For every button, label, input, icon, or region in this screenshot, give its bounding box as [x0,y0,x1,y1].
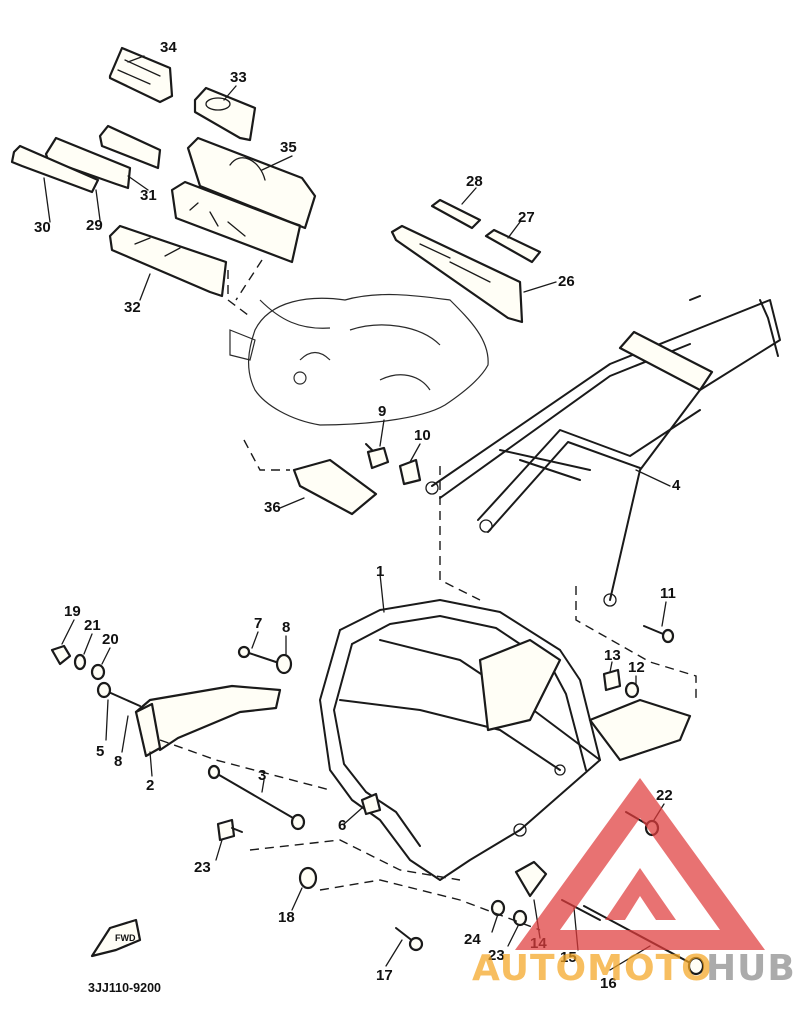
cover-26 [390,224,524,324]
callout-8a: 8 [282,619,290,636]
bolt-9 [365,443,390,470]
nut-23-right [512,909,528,927]
callout-36: 36 [264,499,281,516]
fwd-arrow-icon: FWD [90,918,142,958]
plate-32 [108,224,228,298]
callout-33: 33 [230,69,247,86]
callout-5: 5 [96,743,104,760]
callout-35: 35 [280,139,297,156]
engine-outline [229,293,489,426]
cover-33 [193,86,257,142]
callout-24: 24 [464,931,481,948]
fwd-label: FWD [115,933,136,943]
nut-6 [360,792,382,816]
callout-16: 16 [600,975,617,992]
callout-10: 10 [414,427,431,444]
washer-12 [624,681,640,699]
callout-27: 27 [518,209,535,226]
nut-24 [490,899,506,917]
bolt-11 [643,625,675,644]
washer-8 [275,653,293,675]
nut-10 [398,458,422,486]
stay-30 [10,144,100,194]
callout-30: 30 [34,219,51,236]
bolt-23-left [216,818,243,842]
watermark-logo: AUTOMOTO HUB [472,778,796,989]
rear-subframe-4 [425,295,781,607]
washer-20 [90,663,106,681]
bolt-3 [207,764,306,831]
callout-28: 28 [466,173,483,190]
reference-lines [159,259,697,931]
callout-19: 19 [64,603,81,620]
callout-6: 6 [338,817,346,834]
washer-21 [73,653,87,671]
callout-12: 12 [628,659,645,676]
callout-29: 29 [86,217,103,234]
cover-28 [430,198,482,230]
collar-18 [298,866,318,890]
watermark-brand-part2: HUB [706,948,796,989]
nut-13 [602,668,622,692]
callout-23a: 23 [194,859,211,876]
bolt-7 [237,645,277,663]
callout-9: 9 [378,403,386,420]
leader-lines [43,55,671,971]
callout-15: 15 [560,949,577,966]
bolt-5 [96,681,141,707]
bracket-2 [134,684,282,758]
callout-34: 34 [160,39,177,56]
callout-17: 17 [376,967,393,984]
callout-26: 26 [558,273,575,290]
callout-31: 31 [140,187,157,204]
callout-22: 22 [656,787,673,804]
nut-19 [50,644,72,666]
callout-3: 3 [258,767,266,784]
guard-36 [292,458,378,516]
bolt-17 [395,927,424,952]
callout-labels: 34 33 35 31 29 30 32 28 27 26 9 10 4 36 … [34,39,681,992]
bracket-14 [514,860,548,898]
callout-2: 2 [146,777,154,794]
callout-23b: 23 [488,947,505,964]
callout-13: 13 [604,647,621,664]
bracket-31 [98,124,162,170]
drawing-code: 3JJ110-9200 [88,981,161,995]
plate-32-upper [170,180,302,264]
logo-triangle-icon [515,778,765,950]
cover-27 [484,228,542,264]
cover-34 [108,46,174,104]
main-frame-1 [319,599,692,881]
callout-21: 21 [84,617,101,634]
watermark-brand-part1: AUTOMOTO [472,948,713,989]
callout-11: 11 [660,585,676,602]
callout-1: 1 [376,563,384,580]
callout-20: 20 [102,631,119,648]
callout-8b: 8 [114,753,122,770]
callout-7: 7 [254,615,262,632]
callout-32: 32 [124,299,141,316]
callout-18: 18 [278,909,295,926]
callout-4: 4 [672,477,681,494]
